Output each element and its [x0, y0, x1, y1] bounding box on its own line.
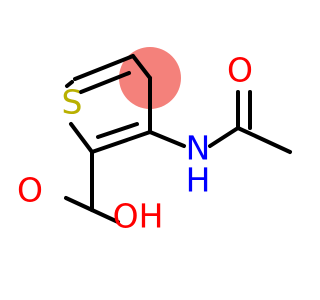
bond-s-c5 [65, 80, 74, 88]
bond-cooh-oh [90, 208, 120, 224]
bond-c3-n [148, 130, 186, 148]
bond-c5-c4 [73, 54, 135, 81]
bond-n-c [208, 126, 240, 148]
bond-c2-c1 [90, 130, 152, 154]
bond-c5-c4-inner [79, 71, 131, 94]
nitrogen-atom: N [186, 129, 211, 168]
sulfur-atom: S [62, 83, 83, 122]
nitrogen-hydrogen: H [186, 161, 211, 200]
acid-carbonyl-oxygen-atom: O [17, 171, 43, 210]
structure-diagram: S N H O O OH [17, 47, 292, 236]
amide-oxygen-atom: O [227, 51, 253, 90]
bond-cooh-o [64, 196, 94, 212]
bond-c2-c1-inner [96, 122, 139, 139]
bond-c1-s [69, 122, 94, 154]
bond-c-methyl [236, 126, 292, 154]
atom-labels: S N H O O OH [17, 51, 253, 236]
bond-c4-c3 [131, 54, 152, 80]
bond-group [64, 54, 292, 224]
molecule-canvas: S N H O O OH [17, 47, 292, 236]
hydroxyl-group: OH [113, 197, 164, 236]
